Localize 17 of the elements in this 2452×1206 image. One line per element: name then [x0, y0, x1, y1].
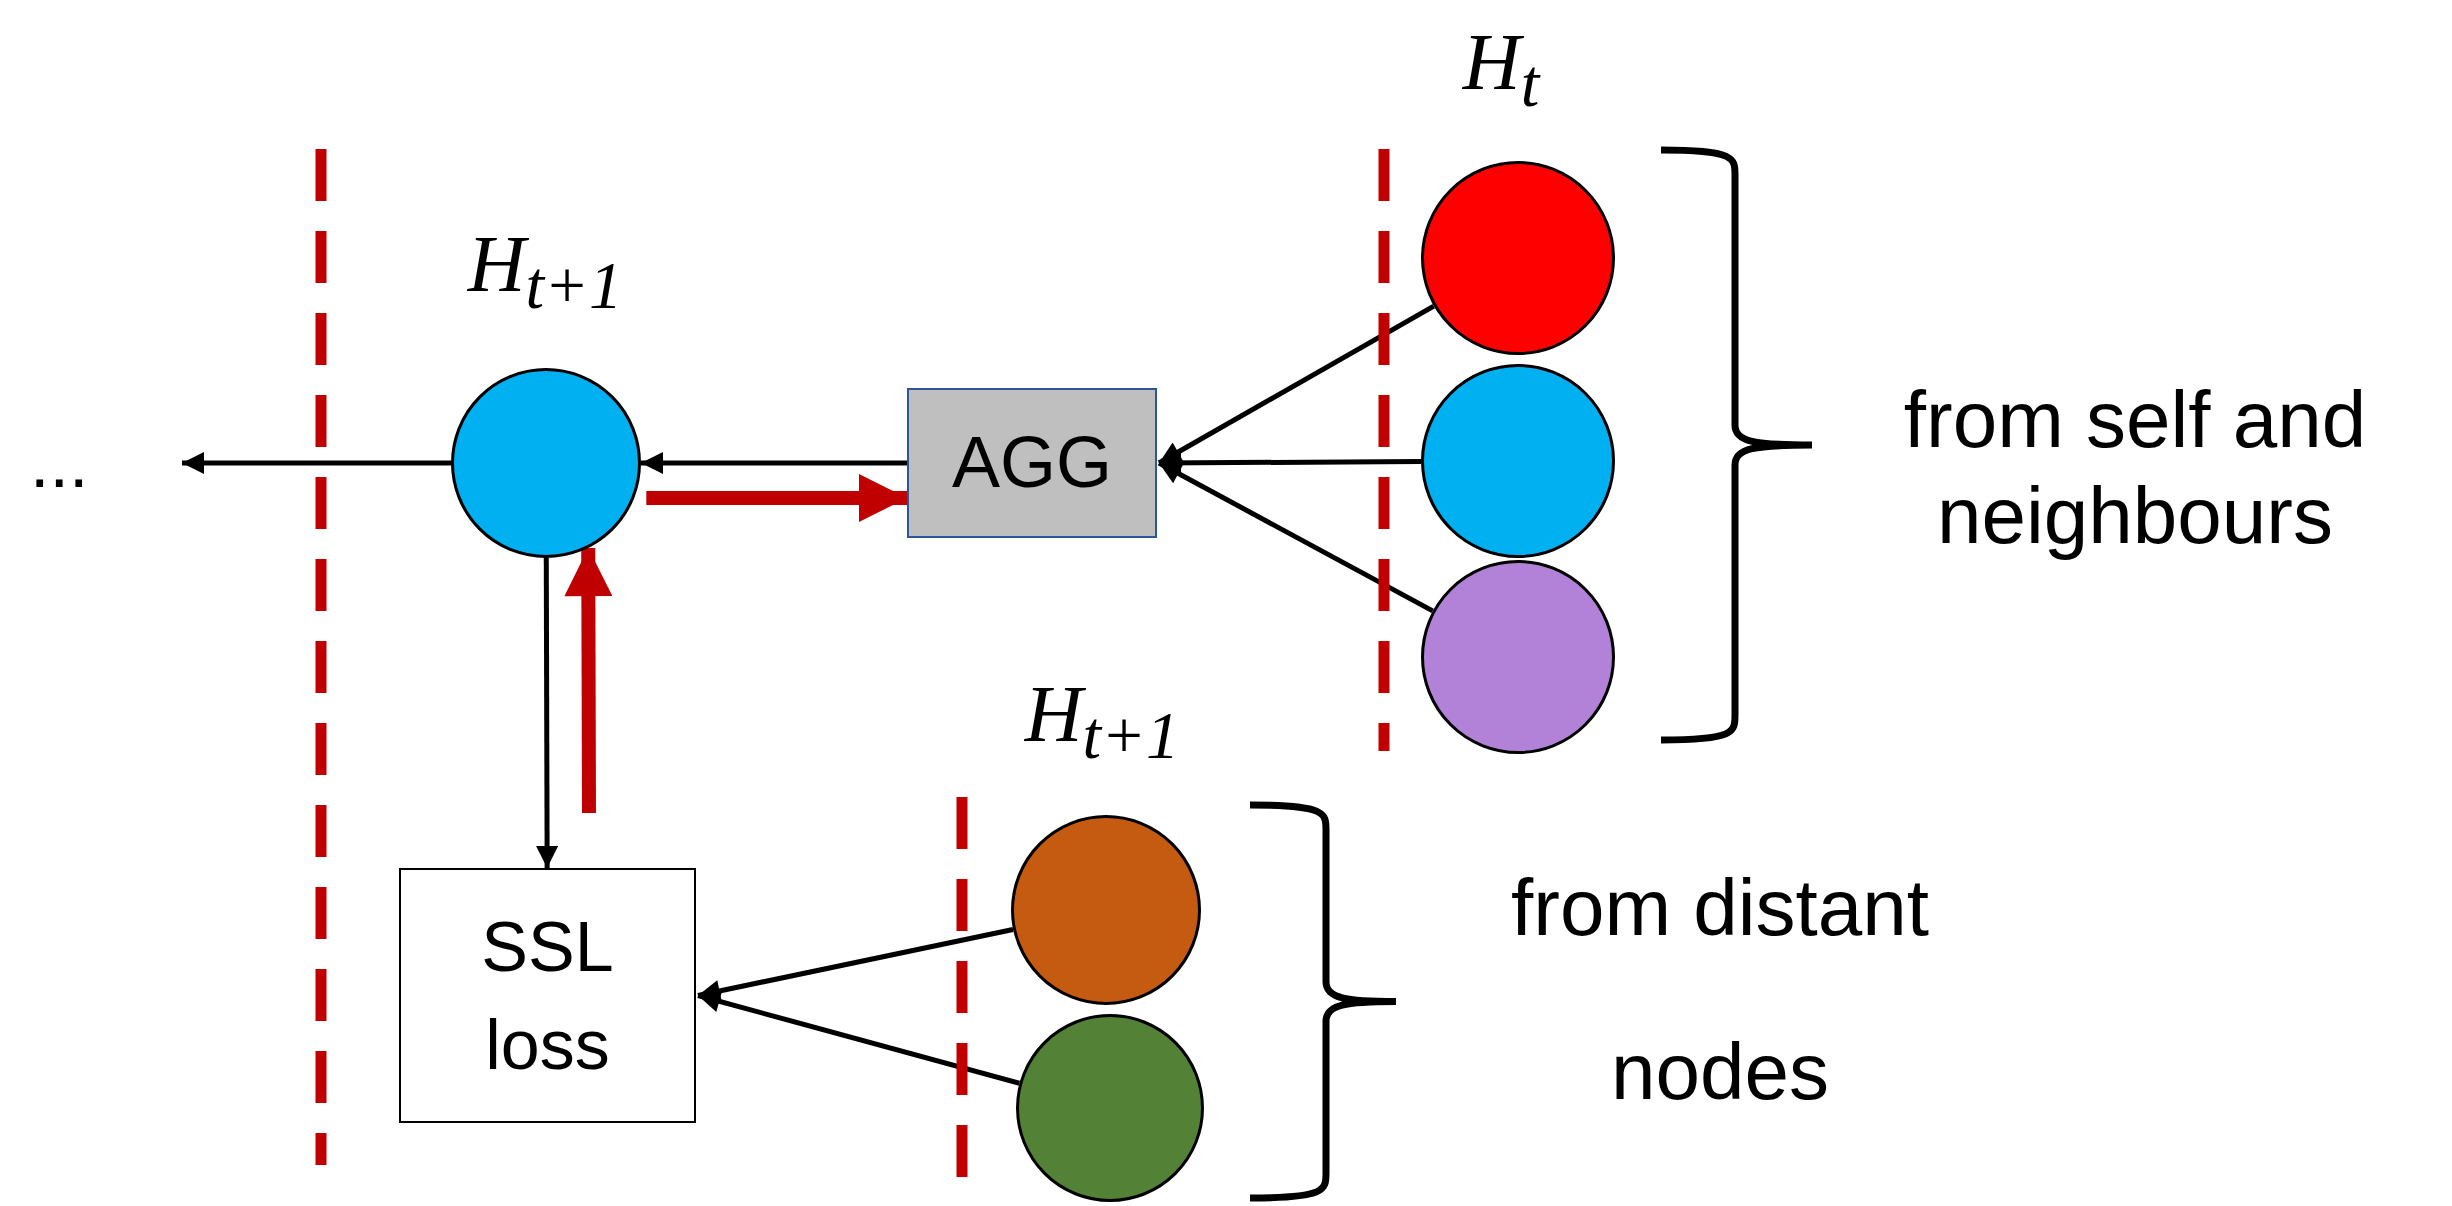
arrow — [182, 452, 451, 474]
thick-arrow — [646, 474, 907, 522]
math-label: H$_{t}$ — [1462, 22, 1540, 118]
box-label: SSL loss — [480, 906, 615, 1086]
process-box — [907, 388, 1157, 538]
arrow — [697, 990, 1020, 1086]
ellipsis-text: ... — [30, 424, 89, 502]
annotation-text: from distant nodes — [1510, 862, 1930, 1118]
math-label: H$_{t+1}$ — [467, 224, 623, 320]
annotation-text: from self and neighbours — [1902, 374, 2368, 562]
arrow — [536, 558, 559, 868]
loss-box — [399, 868, 696, 1123]
thick-arrow — [564, 548, 613, 814]
arrow — [697, 927, 1014, 1002]
box-label: AGG — [952, 423, 1112, 503]
arrow — [641, 452, 907, 474]
math-label: H$_{t+1}$ — [1024, 674, 1180, 770]
